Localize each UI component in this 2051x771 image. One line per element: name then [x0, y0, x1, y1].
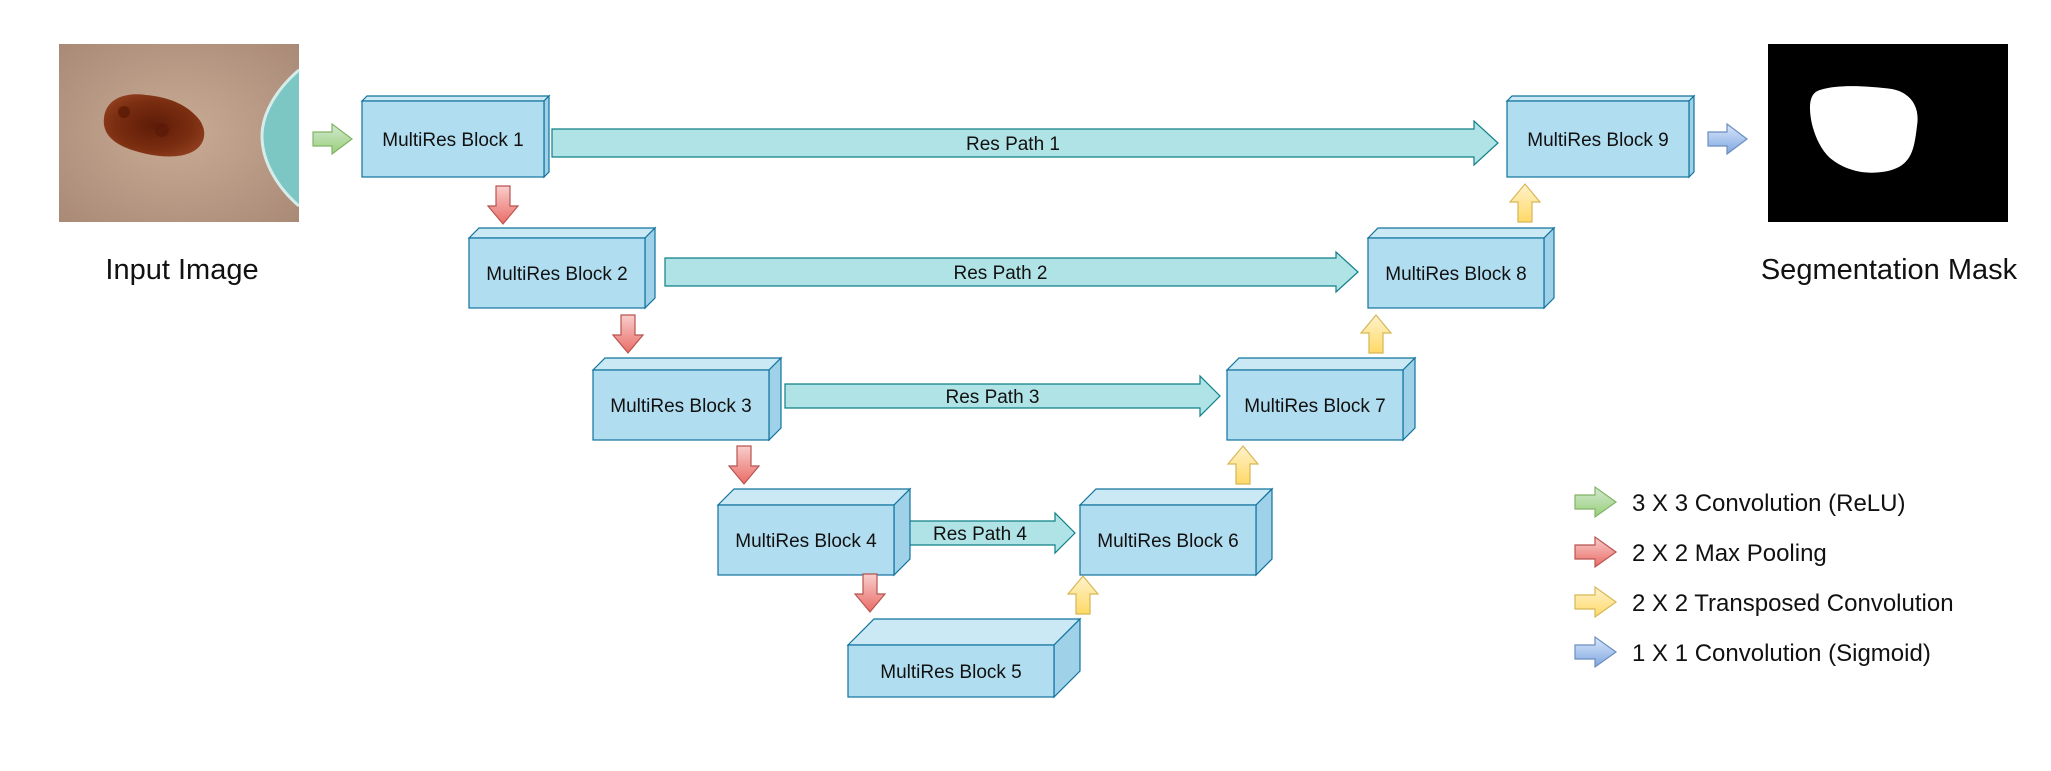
legend-arrow-icon: [1574, 535, 1618, 569]
multires-block-label: MultiRes Block 7: [1244, 396, 1386, 417]
res-paths: Res Path 1 Res Path 2 Res Path 3 Res Path 4: [551, 119, 1499, 555]
multires-block-5: MultiRes Block 5: [846, 617, 1082, 699]
multires-block-1: MultiRes Block 1: [360, 94, 551, 179]
transposed-conv-arrow-3: [1359, 314, 1393, 354]
legend-label: 2 X 2 Transposed Convolution: [1632, 590, 1954, 617]
legend-arrow-icon: [1574, 485, 1618, 519]
res-path-1: Res Path 1: [551, 119, 1499, 167]
legend-item-4: 1 X 1 Convolution (Sigmoid): [1574, 635, 1931, 669]
multires-blocks: MultiRes Block 1 MultiRes Block 2 MultiRes…: [360, 94, 1696, 699]
legend-arrow-icon: [1574, 585, 1618, 619]
multires-block-label: MultiRes Block 9: [1527, 130, 1669, 151]
output-sigmoid-arrow: [1707, 122, 1748, 156]
res-path-4: Res Path 4: [904, 511, 1076, 555]
transposed-conv-arrow-2: [1226, 445, 1260, 485]
max-pooling-arrow-4: [853, 573, 887, 613]
multires-block-label: MultiRes Block 2: [486, 264, 628, 285]
multires-block-7: MultiRes Block 7: [1225, 356, 1417, 442]
multires-block-label: MultiRes Block 3: [610, 396, 752, 417]
res-path-3: Res Path 3: [784, 374, 1221, 418]
input-conv-arrow: [312, 122, 353, 156]
max-pooling-arrow-3: [727, 445, 761, 485]
res-path-label: Res Path 2: [954, 263, 1048, 284]
multires-block-3: MultiRes Block 3: [591, 356, 783, 442]
input-image: [59, 44, 300, 222]
legend-arrow-icon: [1574, 635, 1618, 669]
res-path-label: Res Path 4: [933, 524, 1027, 545]
multires-block-6: MultiRes Block 6: [1078, 487, 1274, 577]
multires-block-label: MultiRes Block 6: [1097, 531, 1239, 552]
legend-item-1: 3 X 3 Convolution (ReLU): [1574, 485, 1905, 519]
max-pooling-arrow-2: [611, 314, 645, 354]
legend-item-3: 2 X 2 Transposed Convolution: [1574, 585, 1954, 619]
res-path-label: Res Path 3: [946, 387, 1040, 408]
vertical-arrows: [486, 183, 1542, 615]
legend-label: 1 X 1 Convolution (Sigmoid): [1632, 640, 1931, 667]
input-image-caption: Input Image: [105, 254, 258, 286]
transposed-conv-arrow-1: [1066, 575, 1100, 615]
multires-block-8: MultiRes Block 8: [1366, 226, 1556, 310]
transposed-conv-arrow-4: [1508, 183, 1542, 223]
segmentation-mask-image: [1768, 44, 2008, 222]
multires-block-label: MultiRes Block 1: [382, 130, 524, 151]
multires-block-2: MultiRes Block 2: [467, 226, 657, 310]
multires-block-label: MultiRes Block 4: [735, 531, 877, 552]
multires-block-label: MultiRes Block 5: [880, 662, 1022, 683]
legend-item-2: 2 X 2 Max Pooling: [1574, 535, 1827, 569]
multires-block-4: MultiRes Block 4: [716, 487, 912, 577]
legend: 3 X 3 Convolution (ReLU) 2 X 2 Max Poolin…: [1574, 485, 1954, 669]
multires-block-label: MultiRes Block 8: [1385, 264, 1527, 285]
segmentation-mask-caption: Segmentation Mask: [1761, 254, 2018, 286]
legend-label: 3 X 3 Convolution (ReLU): [1632, 490, 1905, 517]
max-pooling-arrow-1: [486, 185, 520, 225]
res-path-2: Res Path 2: [664, 250, 1359, 294]
res-path-label: Res Path 1: [966, 134, 1060, 155]
legend-label: 2 X 2 Max Pooling: [1632, 540, 1827, 567]
multires-block-9: MultiRes Block 9: [1505, 94, 1696, 179]
